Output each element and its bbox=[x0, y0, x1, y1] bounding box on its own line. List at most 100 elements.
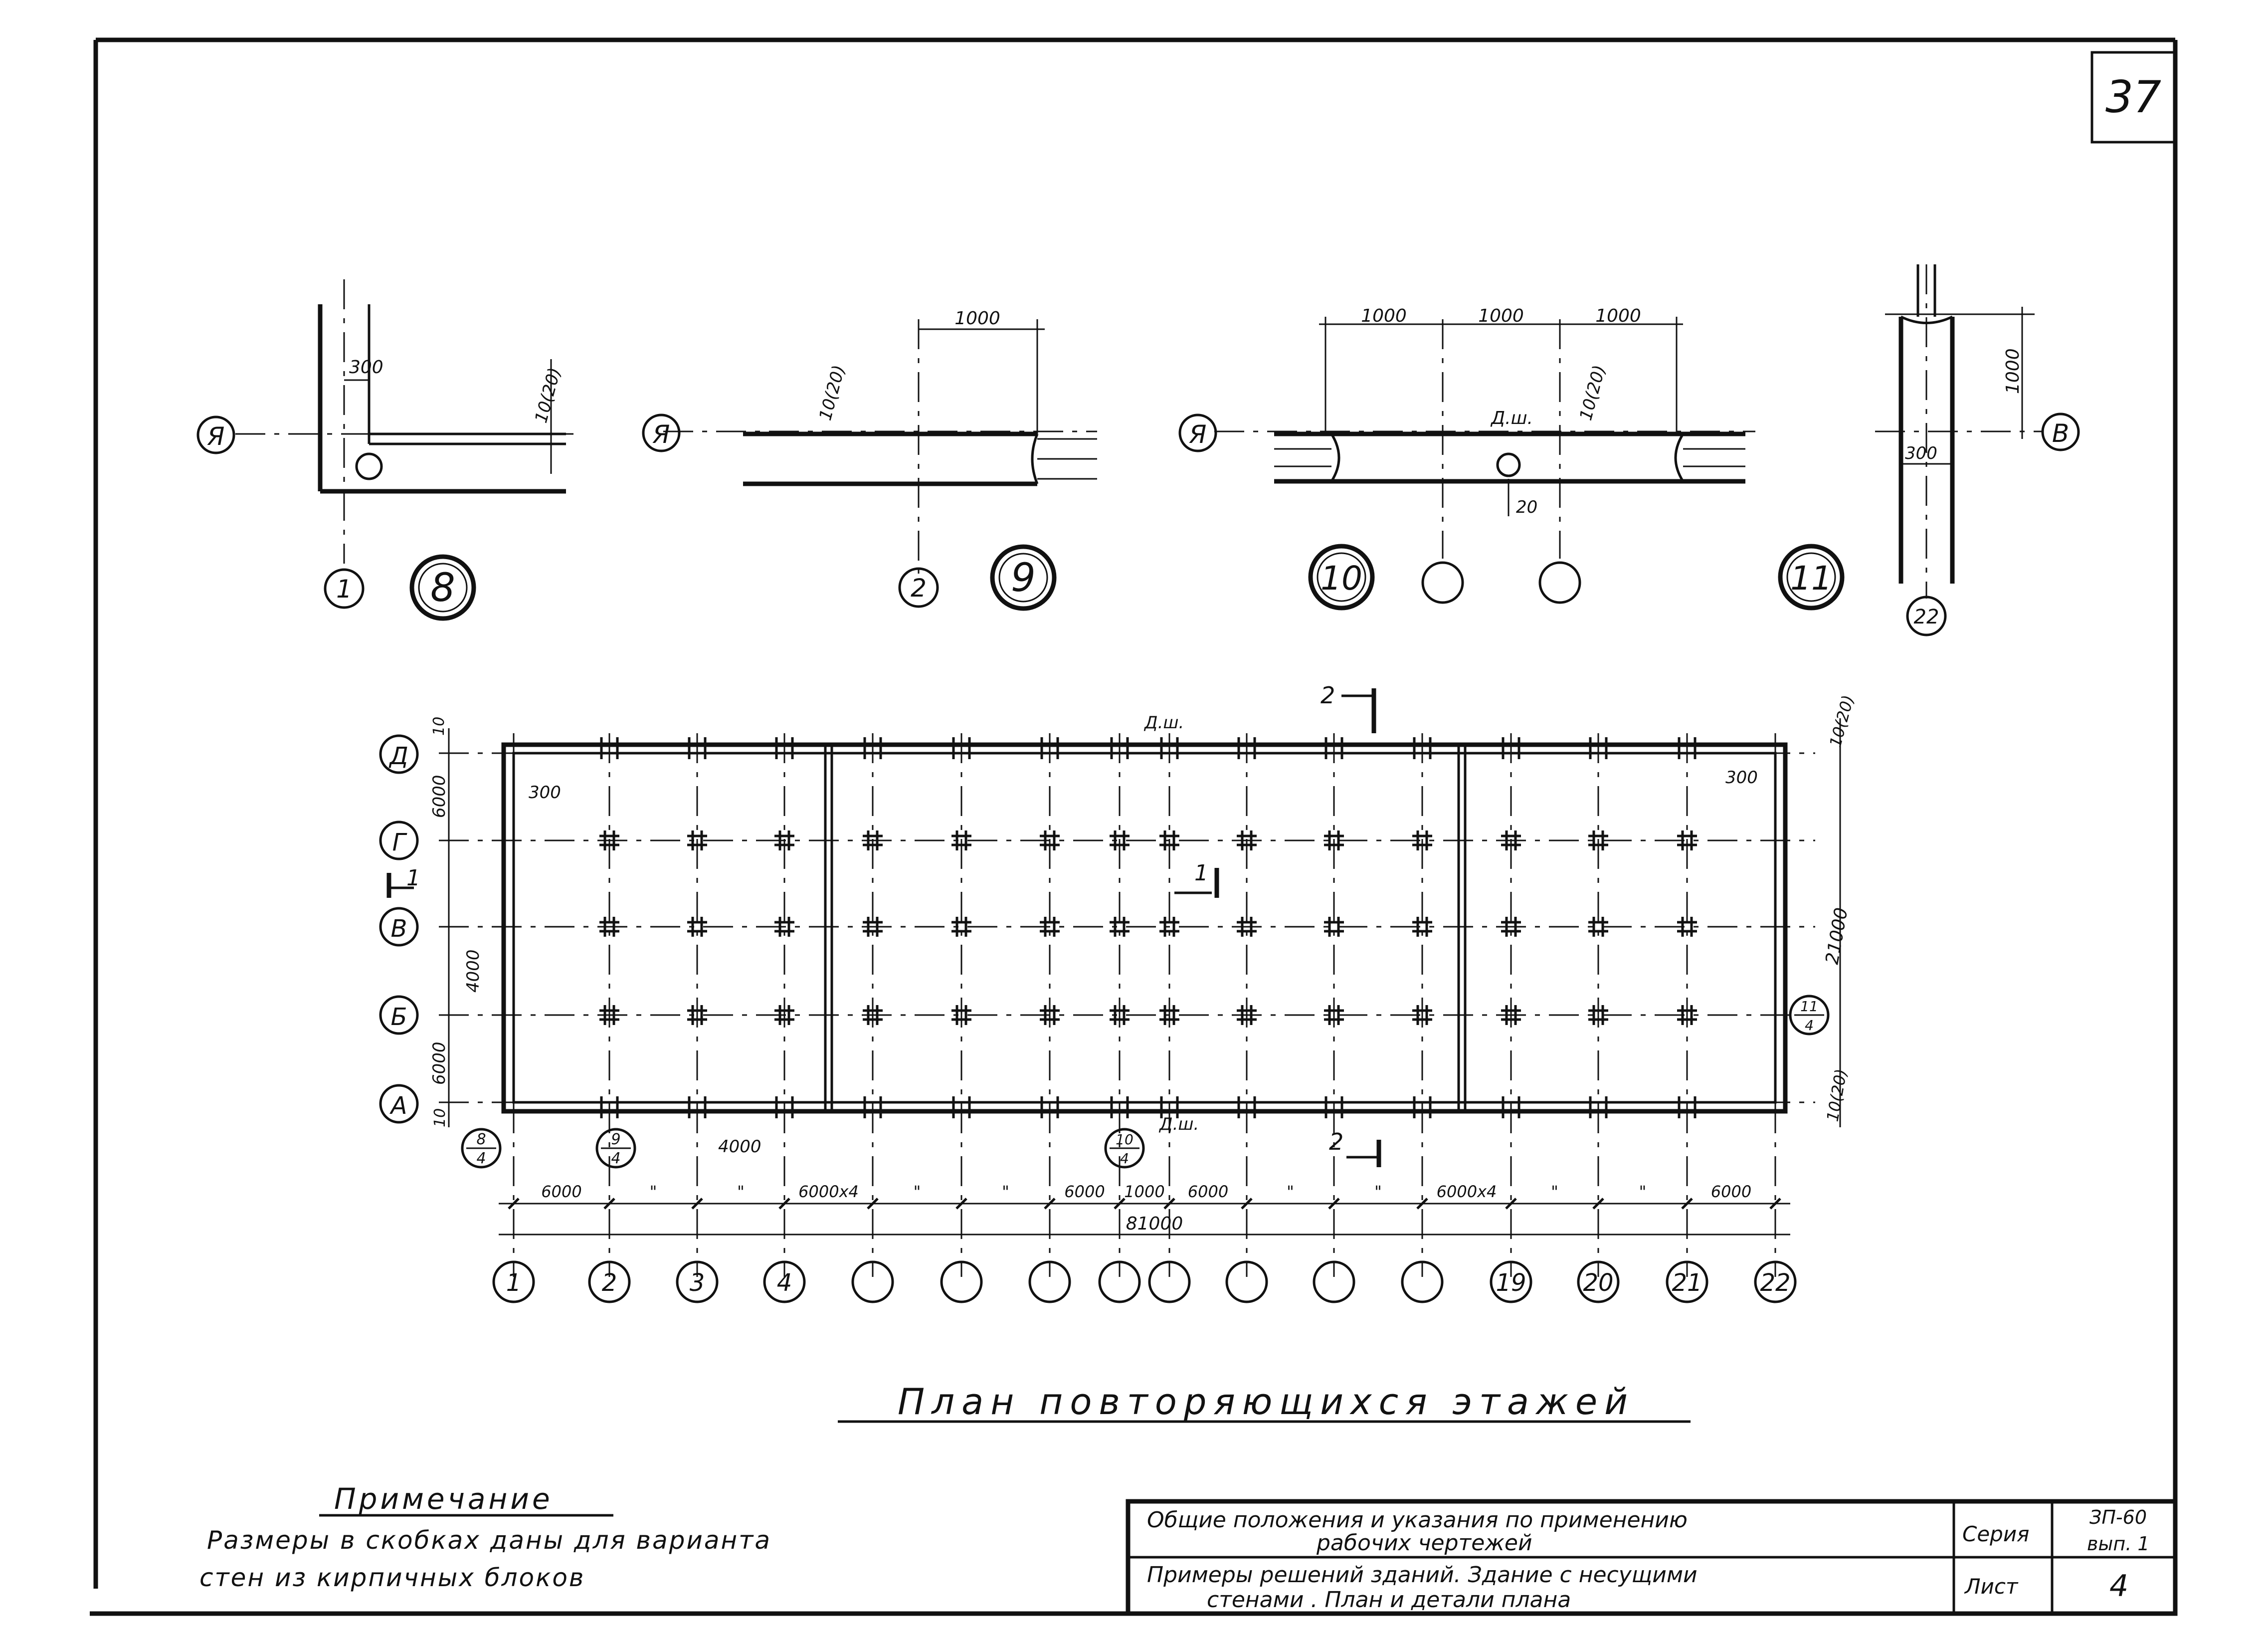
detail-11: 1000 300 В 22 11 bbox=[1778, 264, 2080, 636]
dimension-label: 6000 bbox=[1188, 1182, 1228, 1201]
row-axis-label: Д bbox=[388, 742, 408, 770]
plan-column bbox=[687, 1005, 707, 1025]
title-row2-line2: стенами . План и детали плана bbox=[1207, 1587, 1571, 1613]
plan-column bbox=[1110, 1005, 1130, 1025]
dimension-tick bbox=[1769, 1198, 1781, 1210]
dimension-label: 6000x4 bbox=[798, 1182, 859, 1201]
dimension-tick bbox=[1163, 1198, 1175, 1210]
plan-column bbox=[1040, 1005, 1060, 1025]
axis-bubble bbox=[196, 415, 235, 454]
row-axis-label: Г bbox=[392, 828, 407, 856]
dimension-label: 1000 bbox=[1361, 306, 1407, 326]
sheet-number: 4 bbox=[2109, 1569, 2128, 1604]
detail-label: 8 bbox=[430, 566, 455, 611]
plan-column bbox=[1110, 830, 1130, 850]
dimension-label: 1000 bbox=[1478, 306, 1524, 326]
callout-num: 9 bbox=[611, 1131, 620, 1148]
plan-title: План повторяющихся этажей bbox=[838, 1381, 1691, 1423]
plan-column bbox=[1040, 917, 1060, 937]
dimension-label: " bbox=[737, 1182, 745, 1201]
dimension-label: 10(20) bbox=[1576, 363, 1610, 423]
plan-column bbox=[599, 1005, 619, 1025]
note-heading: Примечание bbox=[334, 1482, 553, 1516]
axis-bubble bbox=[1178, 413, 1217, 452]
plan-title-text: План повторяющихся этажей bbox=[898, 1381, 1635, 1423]
note-line: Размеры в скобках даны для варианта bbox=[207, 1526, 771, 1555]
dimension-tick bbox=[1505, 1198, 1517, 1210]
row-axis-label: Б bbox=[391, 1003, 407, 1031]
sheet-frame bbox=[90, 37, 2178, 1616]
dimension-label: 1000 bbox=[1124, 1182, 1164, 1201]
row-axis-bubbles: Д Г В Б А bbox=[379, 734, 419, 1124]
column-axis-bubble bbox=[1313, 1260, 1355, 1303]
axis-bubble bbox=[1906, 596, 1947, 636]
note-line: стен из кирпичных блоков bbox=[199, 1563, 585, 1592]
title-row1-line2: рабочих чертежей bbox=[1316, 1530, 1532, 1556]
dimension-label: 1000 bbox=[1595, 306, 1641, 326]
plan-column bbox=[1677, 830, 1697, 850]
section-markers: 2 2 1 1 bbox=[386, 682, 1381, 1167]
dimension-label: 300 bbox=[1905, 443, 1937, 463]
plan-walls bbox=[501, 742, 1788, 1114]
column-axis-bubble bbox=[1577, 1260, 1620, 1303]
axis-bubble bbox=[324, 568, 365, 609]
axis-letter: Я bbox=[1189, 420, 1207, 449]
dimension-label: 6000 bbox=[1064, 1182, 1105, 1201]
plan-column bbox=[1412, 1005, 1432, 1025]
note-label: Д.ш. bbox=[1490, 408, 1533, 428]
callout-den: 4 bbox=[611, 1150, 620, 1167]
axis-letter: В bbox=[2052, 419, 2069, 448]
column-axis-bubble bbox=[676, 1260, 719, 1303]
dimension-label: 10(20) bbox=[531, 366, 565, 425]
column-axis-bubble bbox=[851, 1260, 894, 1303]
axis-letter: Я bbox=[207, 422, 225, 451]
row-axis-label: А bbox=[389, 1092, 407, 1120]
dimension-label: 10 bbox=[430, 717, 448, 736]
title-row2-line1: Примеры решений зданий. Здание с несущим… bbox=[1147, 1562, 1698, 1588]
column-axis-bubble bbox=[1028, 1260, 1071, 1303]
axis-bubble bbox=[1421, 561, 1464, 604]
column-axis-label: 20 bbox=[1583, 1269, 1613, 1297]
dimension-label: " bbox=[1374, 1182, 1382, 1201]
column-axis-label: 2 bbox=[602, 1269, 617, 1297]
column-axis-bubble bbox=[1148, 1260, 1191, 1303]
column-axis-bubble bbox=[588, 1260, 631, 1303]
column-axis-bubble bbox=[1225, 1260, 1268, 1303]
dimension-label: 300 bbox=[529, 783, 561, 803]
dimension-tick bbox=[508, 1198, 520, 1210]
callout-8-4 bbox=[461, 1128, 502, 1169]
dimension-label: 1000 bbox=[2003, 348, 2023, 394]
floor-plan: Д Г В Б А 10 6000 4000 6000 10 300 300 1… bbox=[379, 682, 1858, 1303]
dimension-label: 6000 bbox=[541, 1182, 581, 1201]
column-axis-label: 4 bbox=[777, 1269, 792, 1297]
dimension-label: " bbox=[914, 1182, 921, 1201]
right-dimensions: 10(20) 21000 10(20) bbox=[1822, 693, 1858, 1127]
row-axis-g bbox=[379, 821, 419, 860]
dimension-tick bbox=[955, 1198, 967, 1210]
column-axis-label: 22 bbox=[1760, 1269, 1790, 1297]
row-axis-b bbox=[379, 995, 419, 1035]
axis-number: 22 bbox=[1914, 606, 1939, 628]
column-axis-label: 21 bbox=[1672, 1269, 1702, 1297]
dimension-tick bbox=[1241, 1198, 1253, 1210]
series-value: ЗП-60 bbox=[2089, 1506, 2147, 1528]
detail-10: 1000 1000 1000 10(20) Д.ш. 20 Я 10 bbox=[1178, 306, 1755, 611]
dimension-label: " bbox=[1287, 1182, 1294, 1201]
note-label: Д.ш. bbox=[1158, 1114, 1199, 1134]
axis-bubble bbox=[898, 567, 939, 608]
dimension-tick bbox=[603, 1198, 615, 1210]
dimension-label: 300 bbox=[1725, 768, 1758, 788]
callout-num: 8 bbox=[476, 1131, 486, 1148]
dimension-tick bbox=[691, 1198, 703, 1210]
column-axis-bubble bbox=[1666, 1260, 1708, 1303]
detail-marker bbox=[1308, 544, 1375, 611]
dimension-label: 20 bbox=[1516, 497, 1537, 517]
section-label: 1 bbox=[1194, 860, 1208, 886]
page-number: 37 bbox=[2105, 71, 2161, 123]
dimension-label: 6000 bbox=[1711, 1182, 1751, 1201]
plan-column bbox=[951, 830, 971, 850]
plan-column bbox=[1040, 830, 1060, 850]
section-label: 2 bbox=[1329, 1128, 1343, 1155]
